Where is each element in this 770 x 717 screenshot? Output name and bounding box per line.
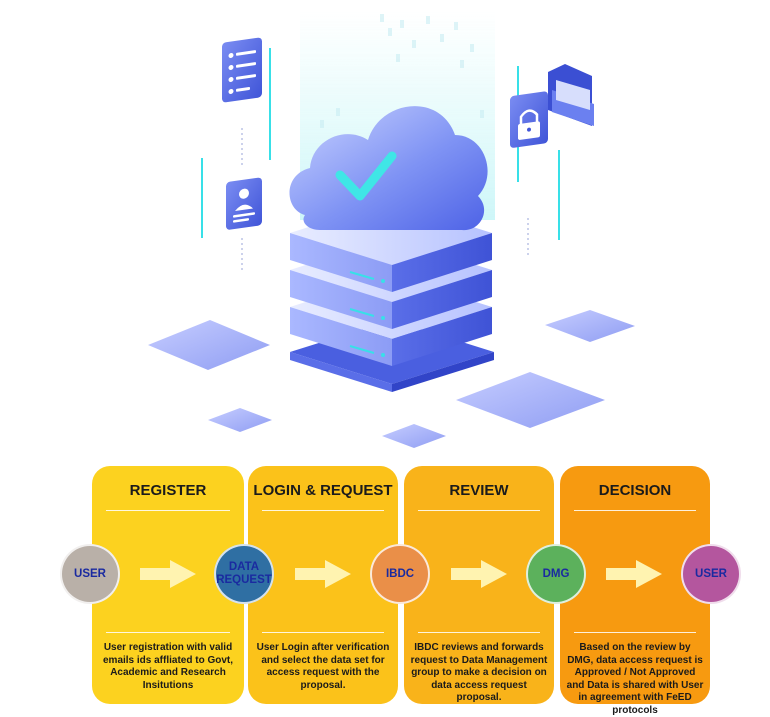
divider [418,510,540,511]
step-description: User Login after verification and select… [256,642,390,691]
divider [106,632,230,633]
server-stack-icon [290,201,492,366]
step-title: DECISION [598,482,672,499]
step-description: Based on the review by DMG, data access … [566,642,704,716]
node-label: USER [74,567,106,580]
user-profile-icon [226,177,262,230]
divider [574,510,696,511]
floor-tiles [148,310,635,448]
step-title: LOGIN & REQUEST [253,482,393,499]
cloud-check-icon [289,106,488,231]
right-arrow-icon [606,560,662,588]
node-data-request: DATA REQUEST [214,544,274,604]
node-user: USER [60,544,120,604]
node-label: DMG [542,567,570,580]
divider [262,510,384,511]
cloud-server-illustration [148,10,635,448]
document-list-icon [222,37,262,103]
step-title: REVIEW [449,482,509,499]
step-panel-decision: DECISION Based on the review by DMG, dat… [560,466,710,716]
dashed-connectors [241,128,529,272]
step-description: User registration with valid emails ids … [102,642,234,691]
right-arrow-icon [295,560,351,588]
divider [574,632,696,633]
node-label: IBDC [385,567,415,580]
step-description: IBDC reviews and forwards request to Dat… [410,642,548,703]
right-arrow-icon [140,560,196,588]
right-arrow-icon [451,560,507,588]
step-title: REGISTER [129,482,207,499]
node-label: USER [695,567,727,580]
divider [106,510,230,511]
divider [262,632,384,633]
node-ibdc: IBDC [370,544,430,604]
padlock-icon [510,91,548,148]
folder-icon [548,64,594,126]
node-user: USER [681,544,741,604]
node-dmg: DMG [526,544,586,604]
node-label: DATA REQUEST [216,561,272,586]
divider [418,632,540,633]
